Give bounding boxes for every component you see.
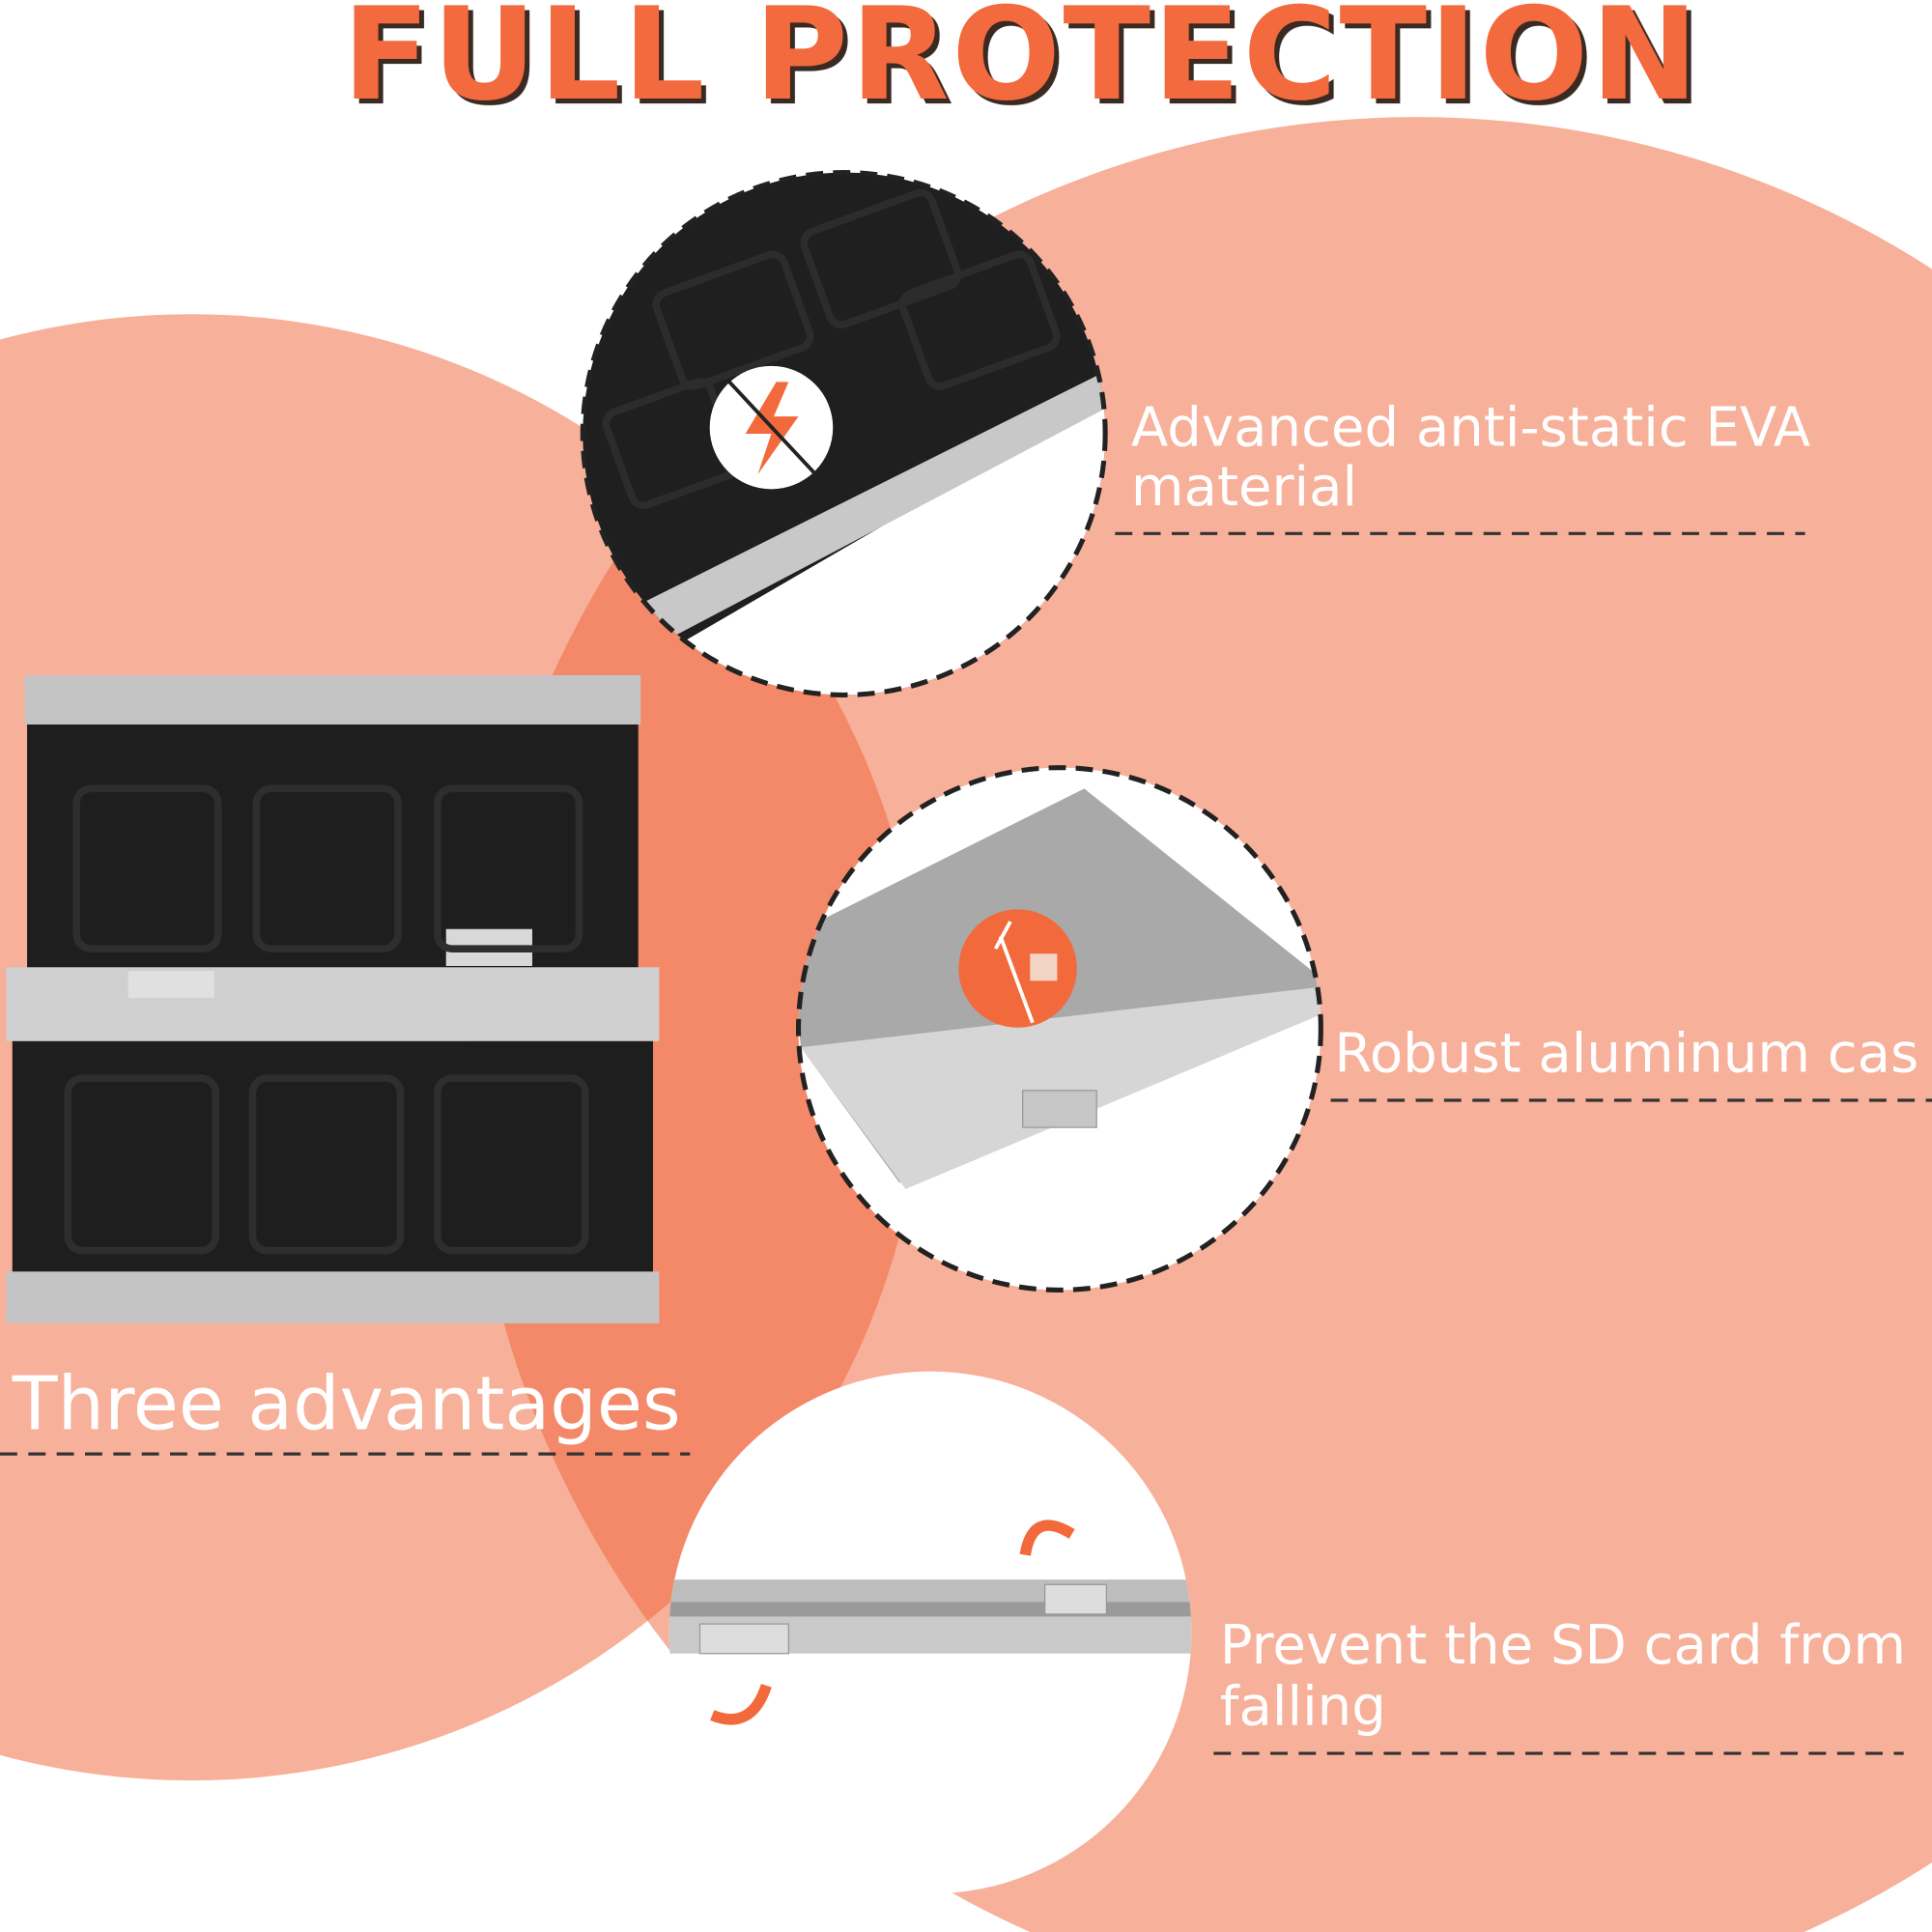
card-case-product (6, 674, 660, 1323)
no-static-lightning-icon (709, 365, 834, 490)
feature-2-line1: Robust aluminum cas (1334, 1023, 1918, 1086)
aluminum-closeup-inset (795, 765, 1323, 1293)
feature-3-line1: Prevent the SD card from (1220, 1614, 1906, 1677)
side-view-inset (668, 1371, 1192, 1894)
feature-3-line2: falling (1220, 1676, 1386, 1739)
foam-closeup-inset (580, 170, 1108, 697)
three-advantages-heading: Three advantages (12, 1362, 681, 1448)
page-title: FULL PROTECTION (342, 0, 1700, 129)
impact-resistant-icon (958, 909, 1077, 1028)
feature-1-line1: Advanced anti-static EVA (1131, 397, 1810, 460)
feature-1-line2: material (1131, 456, 1357, 519)
rotate-arrows-icon (710, 1520, 1075, 1725)
